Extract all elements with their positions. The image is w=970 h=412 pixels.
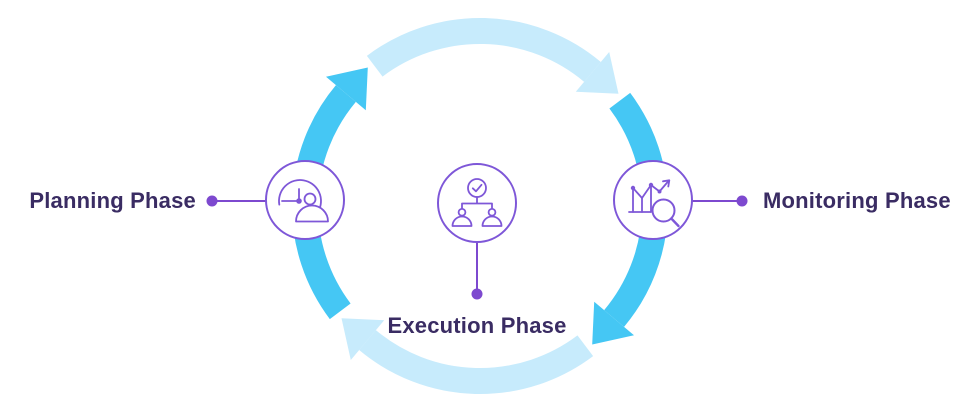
monitoring-node <box>613 160 693 240</box>
arrowhead-bottom-icon <box>341 318 385 360</box>
arrowhead-top-icon <box>575 52 619 94</box>
cycle-arc-bottom <box>359 330 594 394</box>
monitoring-node-circle <box>613 160 693 240</box>
cycle-arrows <box>292 18 668 394</box>
label-connectors <box>206 195 748 300</box>
arrowhead-left-icon <box>326 67 368 111</box>
team-check-icon <box>451 178 503 227</box>
execution-node <box>437 163 517 243</box>
monitoring-connector-dot <box>736 195 748 207</box>
planning-connector-dot <box>206 195 218 207</box>
planning-phase-label: Planning Phase <box>29 188 196 213</box>
chart-magnifier-icon <box>628 179 680 228</box>
arrowhead-right-icon <box>592 301 634 345</box>
execution-connector-dot <box>471 288 483 300</box>
cycle-arc-top <box>366 18 601 82</box>
monitoring-phase-label: Monitoring Phase <box>763 188 951 213</box>
planning-node <box>265 160 345 240</box>
gauge-user-icon <box>278 179 329 223</box>
execution-phase-label: Execution Phase <box>387 313 567 338</box>
